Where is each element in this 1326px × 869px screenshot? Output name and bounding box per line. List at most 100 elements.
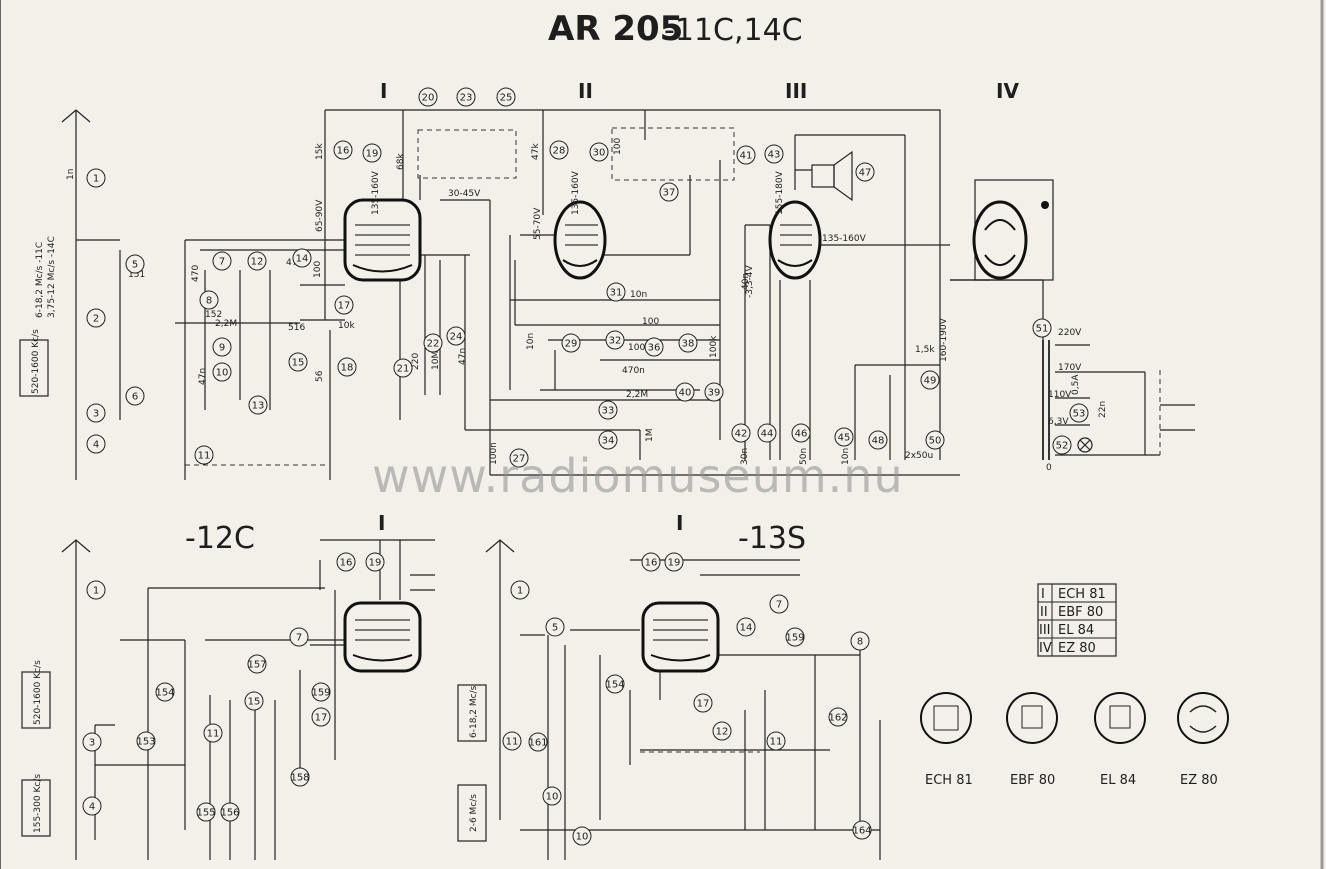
component-callout-number: 14: [296, 254, 309, 265]
component-value: 100: [313, 261, 323, 278]
component-callout-circle: [136, 731, 156, 751]
component-callout-circle: [852, 820, 872, 840]
component-callout-circle: [834, 427, 854, 447]
component-callout-number: 46: [795, 429, 808, 440]
component-callout-number: 159: [785, 633, 804, 644]
component-callout-number: 19: [366, 149, 379, 160]
component-callout-circle: [1032, 318, 1052, 338]
component-callout-number: 2: [93, 314, 99, 325]
component-value: 100: [628, 343, 645, 353]
component-callout-circle: [659, 182, 679, 202]
component-value: 1n: [66, 169, 76, 180]
voltage-label: 160-190V: [939, 317, 949, 362]
component-value: 10n: [630, 290, 647, 300]
component-callout-number: 154: [155, 688, 174, 699]
stage-label-1: I: [380, 79, 387, 103]
component-callout-circle: [336, 552, 356, 572]
pinout-label: EL 84: [1100, 773, 1136, 788]
component-callout-number: 1: [93, 174, 99, 185]
component-callout-number: 47: [859, 168, 872, 179]
pinout-label: EZ 80: [1180, 773, 1218, 788]
component-value: 516: [288, 323, 305, 333]
voltage-label: 135-160V: [571, 170, 581, 215]
component-callout-number: 13: [252, 401, 265, 412]
component-callout-number: 30: [593, 148, 606, 159]
component-callout-circle: [82, 796, 102, 816]
component-callout-circle: [736, 145, 756, 165]
component-callout-circle: [641, 552, 661, 572]
component-callout-number: 5: [132, 260, 138, 271]
component-value: 100: [642, 317, 659, 327]
voltage-label: 155-180V: [775, 170, 785, 215]
component-callout-number: 8: [206, 296, 212, 307]
component-callout-number: 12: [251, 257, 264, 268]
component-callout-circle: [712, 721, 732, 741]
component-callout-circle: [220, 802, 240, 822]
component-callout-number: 7: [296, 633, 302, 644]
component-callout-number: 4: [89, 802, 95, 813]
stage-label-3: III: [785, 79, 807, 103]
component-callout-number: 41: [740, 151, 753, 162]
component-callout-circle: [542, 786, 562, 806]
component-callout-number: 9: [219, 343, 225, 354]
component-callout-circle: [456, 87, 476, 107]
band-label-sw1-13s: 6-18,2 Mc/s: [469, 685, 479, 738]
tube-i: [343, 198, 422, 282]
component-value: 50n: [799, 448, 809, 465]
component-callout-number: 3: [89, 738, 95, 749]
voltage-label: 220V: [1058, 328, 1082, 338]
component-callout-circle: [736, 617, 756, 637]
component-callout-number: 18: [341, 363, 354, 374]
component-value: 2,2M: [215, 319, 237, 329]
voltage-label: 135-160V: [822, 234, 867, 244]
component-callout-circle: [86, 308, 106, 328]
component-callout-circle: [731, 423, 751, 443]
band-label-mw: 520-1600 Kc/s: [31, 329, 41, 394]
component-value: 68k: [396, 153, 406, 170]
component-callout-number: 8: [857, 637, 863, 648]
stage-label-2: II: [578, 79, 593, 103]
component-callout-circle: [704, 382, 724, 402]
component-callout-number: 156: [220, 808, 239, 819]
component-callout-circle: [850, 631, 870, 651]
component-callout-circle: [791, 423, 811, 443]
component-callout-circle: [528, 732, 548, 752]
component-callout-circle: [288, 352, 308, 372]
voltage-label: 55-70V: [533, 207, 543, 240]
component-callout-circle: [82, 732, 102, 752]
component-value: 470n: [622, 366, 645, 376]
component-callout-circle: [769, 594, 789, 614]
component-callout-number: 33: [602, 406, 615, 417]
component-callout-number: 52: [1056, 441, 1069, 452]
component-value: 47n: [458, 348, 468, 365]
component-callout-number: 22: [427, 339, 440, 350]
component-callout-number: 11: [770, 737, 783, 748]
component-callout-number: 15: [248, 697, 261, 708]
component-callout-circle: [247, 251, 267, 271]
component-value: 47n: [198, 368, 208, 385]
component-value: 47: [286, 258, 297, 268]
schematic-title-variants: -11C,14C: [664, 13, 803, 48]
component-callout-number: 11: [198, 451, 211, 462]
component-callout-number: 29: [565, 339, 578, 350]
tube-table-num: III: [1039, 623, 1051, 638]
component-callout-circle: [1052, 435, 1072, 455]
component-callout-number: 17: [697, 699, 710, 710]
component-callout-number: 15: [292, 358, 305, 369]
component-callout-number: 10: [546, 792, 559, 803]
component-callout-circle: [365, 552, 385, 572]
component-callout-circle: [125, 386, 145, 406]
component-callout-number: 1: [517, 586, 523, 597]
component-callout-circle: [196, 802, 216, 822]
component-callout-circle: [678, 333, 698, 353]
component-value: 470: [191, 265, 201, 282]
component-callout-number: 48: [872, 436, 885, 447]
component-callout-circle: [502, 731, 522, 751]
component-callout-circle: [605, 330, 625, 350]
component-callout-circle: [418, 87, 438, 107]
component-value: 56: [315, 370, 325, 382]
band-label-sw: 6-18,2 Mc/s -11C 3,75-12 Mc/s -14C: [35, 236, 57, 318]
component-value: 47k: [531, 143, 541, 160]
component-callout-circle: [199, 290, 219, 310]
